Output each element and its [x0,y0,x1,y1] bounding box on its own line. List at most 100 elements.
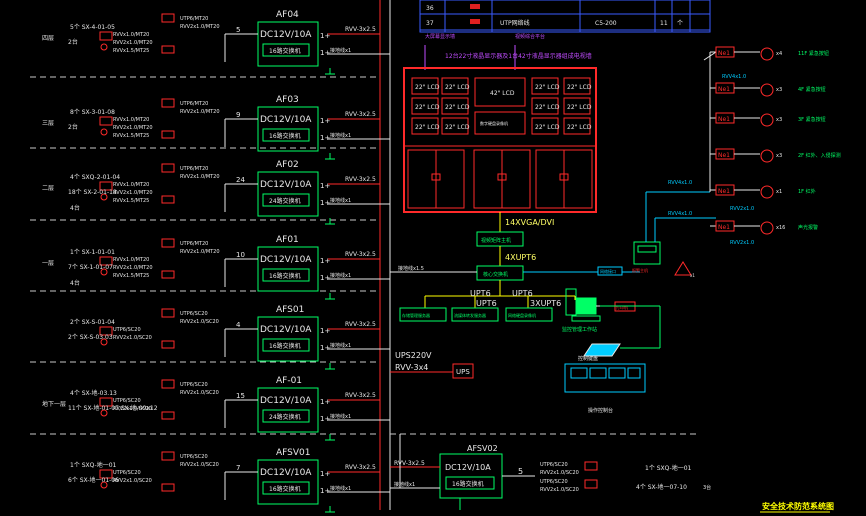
switch-ports: 16路交换机 [269,132,301,140]
alarm-host: 报警主机 [632,267,648,273]
utp4-label: 4XUPT6 [505,253,536,262]
port-count: 10 [236,251,245,259]
nvr: 网络硬盘录像机 [508,312,536,318]
switch-marks: 1+ [320,134,330,142]
console-label: 操作控制台 [588,407,613,414]
switch-marks: 1+ [320,182,330,190]
lcd-screen-big [474,77,526,107]
cable-label: UTP6/SC20 [113,470,141,476]
alarm-rvv1: RVV4x1.0 [668,180,692,186]
vga-label: 14XVGA/DVI [505,218,554,227]
dome-camera-icon [100,193,108,201]
floor-label: AF03 [276,95,299,105]
power-wire: RVV-3x2.5 [345,251,376,258]
cable-label: RVV2x1.0/SC20 [180,319,219,325]
alarm-desc: 1F 红外 [798,188,816,195]
camera-icon [161,270,175,279]
storage-server-box [399,307,447,322]
ground-wire: 接地线x1 [330,47,351,54]
lcd-label: 22" LCD [567,84,592,91]
switch-ports: 16路交换机 [269,272,301,280]
lcd-screen [441,117,469,135]
alarm-device-icon [760,83,774,97]
lcd-label: 22" LCD [535,124,560,131]
cable-label: UTP6/MT20 [180,101,208,107]
dome-camera-icon [100,128,108,136]
cable-label: RVV2x1.0/MT20 [113,190,153,196]
power-wire: RVV-3x2.5 [345,176,376,183]
alarm-tag: Ne1 [718,50,730,57]
camera-icon [99,256,113,266]
lcd-label: 22" LCD [567,104,592,111]
cable-label: UTP6/MT20 [180,16,208,22]
lcd-screen [563,117,591,135]
afsv02-right-a: 1个 SXQ-地一01 [645,464,692,472]
alarm-rvv4: RVV2x1.0 [730,240,754,246]
switch-box [257,459,319,505]
alarm-tag: Ne1 [718,224,730,231]
ups-label: UPS220V [395,351,432,360]
afsv02-wire: RVV-3x2.5 [394,460,425,467]
lcd-screen [411,77,439,95]
alarm-tag: Ne1 [718,188,730,195]
switch-marks: 1+ [320,117,330,125]
camera-icon [161,238,175,248]
floor-row: AF-01DC12V/10A24路交换机1+1+RVV-3x2.5接地线x115… [42,376,390,441]
keyboard-icon [583,343,621,357]
lcd-screen [531,97,559,115]
utp-c: UPT6 [512,289,533,298]
alarm-device-icon [760,221,774,235]
camera-icon [161,451,175,461]
cable-label: RVVx1.0/MT20 [113,117,149,123]
alarm-host-count: x1 [690,273,695,278]
port-count: 9 [236,111,240,119]
alarm-device-icon [760,149,774,163]
camera-icon [99,397,113,407]
alarm-qty: x3 [776,153,782,159]
afsv02-cable: UTP6/SC20 [540,462,568,468]
switch-marks: 1+ [320,49,330,57]
media-server-box [451,307,499,322]
printer-label: 打印机 [616,304,628,310]
utp3: 3XUPT6 [530,299,561,308]
switch-marks: 1+ [320,398,330,406]
floor-left-a: 4个 SXQ-2-01-04 [70,174,120,181]
floor-label: AF02 [276,160,299,170]
network-interface-box [597,266,623,276]
alarm-desc: 11F 紧急按钮 [798,50,829,57]
lcd-screen [563,97,591,115]
switch-marks: 1+ [320,487,330,495]
floor-left-a: 1个 SX-1-01-01 [70,249,115,256]
camera-icon [161,45,175,54]
port-count: 15 [236,392,245,400]
switch-marks: 1+ [320,274,330,282]
switch-ports: 16路交换机 [269,47,301,55]
ground-wire: 接地线x1 [330,272,351,279]
alarm-device-icon [760,185,774,199]
cabinet-handle [431,173,441,181]
floor-left-b: 2台 [68,38,78,46]
lcd-screen [441,97,469,115]
port-count: 5 [236,26,240,34]
cable-label: UTP6/SC20 [113,327,141,333]
floor-left-b: 7个 SX-1-01-07 [68,264,113,271]
lcd-label-big: 42" LCD [490,90,515,97]
ground-left: 接地线x1.5 [398,265,424,272]
camera-icon [584,461,598,471]
lcd-screen [411,117,439,135]
camera-icon [99,326,113,336]
cable-label: RVVx1.0/MT20 [113,32,149,38]
camera-icon [161,163,175,173]
computer-label: 监控管理工作站 [562,326,597,333]
computer-icon [565,288,601,322]
lcd-aux-label: 数字硬盘录像机 [480,120,508,126]
floor-left-b: 6个 SX-地一01-06 [68,476,119,484]
lcd-label: 22" LCD [415,84,440,91]
afsv02-cable: RVV2x1.0/SC20 [540,487,579,493]
cable-label: UTP6/MT20 [180,166,208,172]
switch-label: DC12V/10A [260,115,312,125]
cable-label: RVV2x1.0/MT20 [180,24,220,30]
